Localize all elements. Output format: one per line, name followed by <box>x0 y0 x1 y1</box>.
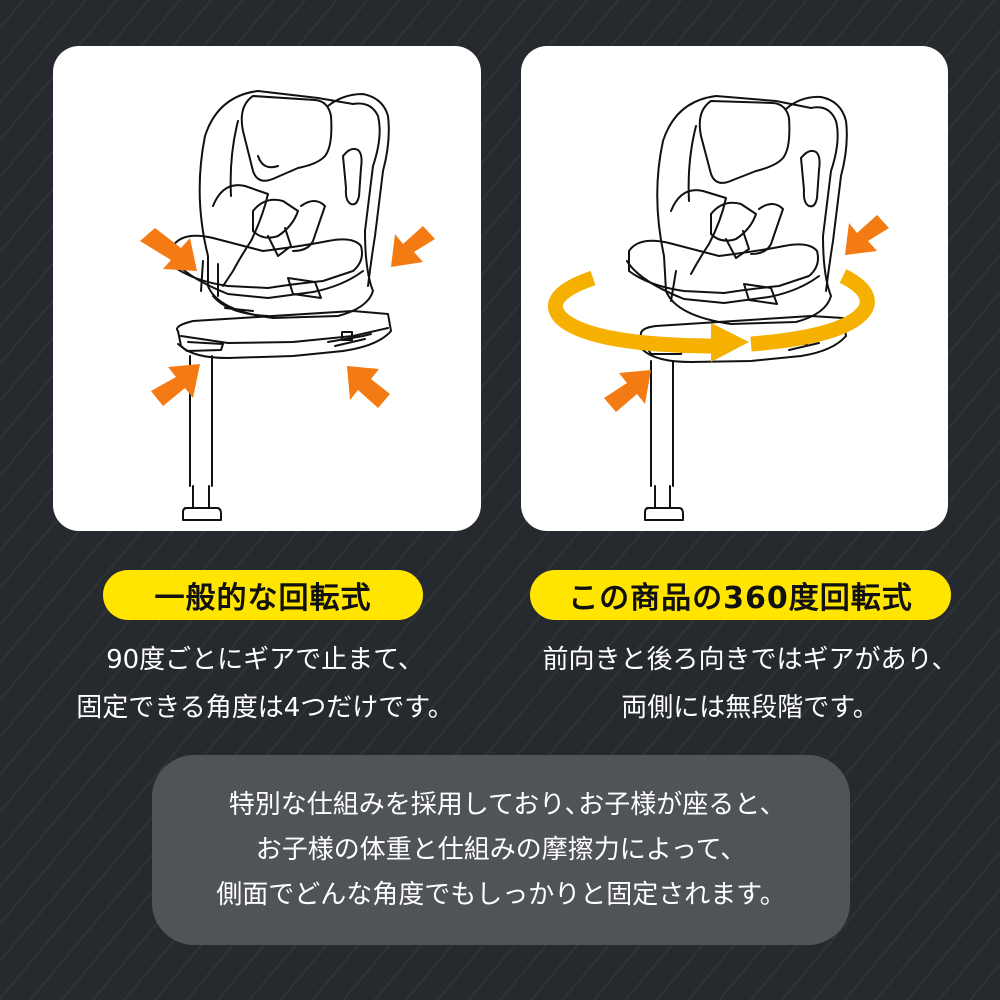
info-line: 側面でどんな角度でもしっかりと固定されます。 <box>216 879 786 910</box>
standard-rotation-illustration-card <box>53 46 481 531</box>
info-line: 特別な仕組みを採用しており､お子様が座ると､ <box>228 789 774 820</box>
pressure-arrows <box>140 226 435 408</box>
360-rotation-label: この商品の360度回転式 <box>530 570 951 620</box>
pressure-arrows <box>604 215 889 412</box>
standard-rotation-description: 90度ごとにギアで止まて、 固定できる角度は4つだけです。 <box>30 636 500 732</box>
pressure-arrow-icon <box>845 215 889 255</box>
description-line: 90度ごとにギアで止まて、 <box>106 645 424 675</box>
360-rotation-illustration-card <box>521 46 948 531</box>
standard-rotation-label: 一般的な回転式 <box>103 570 423 620</box>
pressure-arrow-icon <box>347 366 390 408</box>
pressure-arrow-icon <box>140 228 197 271</box>
rotation-ring-arrow-icon <box>548 269 875 362</box>
description-line: 前向きと後ろ向きではギアがあり、 <box>542 645 958 675</box>
description-line: 固定できる角度は4つだけです。 <box>76 693 454 723</box>
pressure-arrow-icon <box>151 364 200 406</box>
pressure-arrow-icon <box>604 370 651 412</box>
description-line: 両側には無段階です。 <box>621 693 879 723</box>
360-rotation-description: 前向きと後ろ向きではギアがあり、 両側には無段階です。 <box>505 636 995 732</box>
car-seat-illustration <box>548 95 889 521</box>
car-seat-illustration <box>140 90 435 521</box>
pressure-arrow-icon <box>391 226 435 267</box>
mechanism-info-panel: 特別な仕組みを採用しており､お子様が座ると､ お子様の体重と仕組みの摩擦力によっ… <box>152 755 850 945</box>
info-line: お子様の体重と仕組みの摩擦力によって、 <box>255 834 747 865</box>
